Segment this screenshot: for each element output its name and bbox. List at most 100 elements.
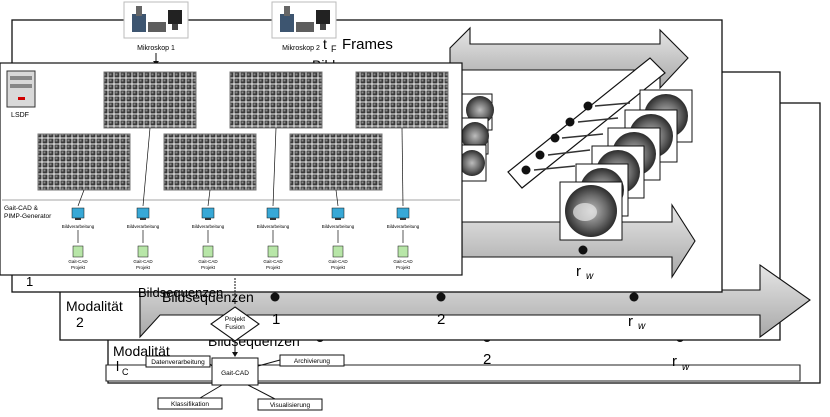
gait-cad-center: Gait-CAD bbox=[221, 370, 249, 377]
modality-2-label: Modalität 2 bbox=[66, 298, 123, 330]
fusion-line-1: Projekt bbox=[225, 316, 245, 323]
dish-stack-panel bbox=[459, 93, 494, 182]
processing-label: Bildverarbeitung bbox=[257, 224, 290, 229]
lsdf-label: LSDF bbox=[11, 112, 29, 119]
microscope-2: Mikroskop 2 bbox=[271, 1, 337, 52]
pimp-panel: LSDF Gait-CAD & PIMP-Generator Bildverar… bbox=[0, 62, 463, 276]
grid-connector bbox=[401, 127, 404, 207]
modality-2-point-rw bbox=[629, 292, 639, 302]
modality-1-point-rw bbox=[578, 245, 588, 255]
project-label-line-1: Gait-CAD bbox=[68, 259, 88, 264]
image-grid-2 bbox=[229, 71, 323, 129]
monitor-icon bbox=[266, 207, 280, 219]
project-label-line-1: Gait-CAD bbox=[263, 259, 283, 264]
server-icon bbox=[6, 70, 36, 108]
modality-lc-rw-sub: w bbox=[682, 362, 690, 373]
microscope-2-label: Mikroskop 2 bbox=[282, 45, 320, 52]
processing-label: Bildverarbeitung bbox=[192, 224, 225, 229]
project-label-line-1: Gait-CAD bbox=[133, 259, 153, 264]
frames-sub: F bbox=[331, 44, 337, 54]
classification-box bbox=[157, 397, 223, 410]
modality-lc-tick-2: 2 bbox=[483, 351, 491, 368]
project-file-icon bbox=[202, 245, 214, 258]
modality-1-rw: r bbox=[576, 263, 581, 280]
modality-lc-word: Modalität bbox=[113, 343, 170, 359]
modality-2-point-1 bbox=[270, 292, 280, 302]
image-grid-1 bbox=[103, 71, 197, 129]
frames-var: t bbox=[323, 36, 327, 52]
project-file-icon bbox=[72, 245, 84, 258]
project-label-line-2: Projekt bbox=[136, 265, 151, 270]
microscope-1: Mikroskop 1 bbox=[123, 1, 189, 65]
modality-lc-label: Modalität l C bbox=[113, 343, 170, 377]
processing-label: Bildverarbeitung bbox=[387, 224, 420, 229]
archiving-label: Archivierung bbox=[294, 358, 331, 365]
modality-lc-index: l bbox=[116, 358, 119, 374]
grid-connector bbox=[272, 127, 277, 207]
grid-connector bbox=[142, 127, 151, 207]
panel-title-line-1: Gait-CAD & bbox=[4, 205, 39, 212]
gait-cad-center-box bbox=[211, 357, 259, 386]
monitor-icon bbox=[136, 207, 150, 219]
fusion-line-2: Fusion bbox=[225, 324, 245, 331]
modality-2-point-2 bbox=[436, 292, 446, 302]
image-grid-4 bbox=[37, 133, 131, 191]
data-processing-box bbox=[145, 355, 211, 368]
modality-1-sequence-label: Bildsequenzen bbox=[138, 285, 223, 300]
modality-2-tick-2: 2 bbox=[437, 311, 445, 328]
modality-1-rw-sub: w bbox=[586, 271, 594, 282]
panel-title-line-2: PIMP-Generator bbox=[4, 213, 52, 220]
modality-2-word: Modalität bbox=[66, 298, 123, 314]
modality-1-index: 1 bbox=[26, 274, 33, 289]
monitor-icon bbox=[71, 207, 85, 219]
modality-1-label: Bildsequenzen bbox=[138, 285, 223, 300]
modality-2-rw: r bbox=[628, 313, 633, 330]
processing-label: Bildverarbeitung bbox=[62, 224, 95, 229]
visualization-box bbox=[257, 398, 323, 411]
fusion-block: Projekt Fusion Gait-CAD Datenverarbeitun… bbox=[145, 278, 345, 411]
grid-connector bbox=[207, 189, 211, 207]
project-file-icon bbox=[137, 245, 149, 258]
processing-label: Bildverarbeitung bbox=[127, 224, 160, 229]
pipelines: BildverarbeitungGait-CADProjektBildverar… bbox=[62, 127, 420, 270]
monitor-icon bbox=[201, 207, 215, 219]
time-axis bbox=[507, 57, 666, 189]
grid-connector bbox=[77, 189, 85, 207]
grid-connector bbox=[335, 189, 339, 207]
image-grid-3 bbox=[355, 71, 449, 129]
project-file-icon bbox=[332, 245, 344, 258]
project-label-line-1: Gait-CAD bbox=[328, 259, 348, 264]
modality-2-index: 2 bbox=[76, 314, 84, 330]
monitor-icon bbox=[331, 207, 345, 219]
data-processing-label: Datenverarbeitung bbox=[151, 359, 205, 366]
processing-label: Bildverarbeitung bbox=[322, 224, 355, 229]
modality-2-sequence-label: Bildsequenzen bbox=[162, 289, 254, 305]
classification-label: Klassifikation bbox=[171, 401, 209, 408]
image-grid-6 bbox=[289, 133, 383, 191]
project-file-icon bbox=[267, 245, 279, 258]
modality-lc-sub: C bbox=[122, 367, 129, 377]
modality-2-rw-sub: w bbox=[638, 321, 646, 332]
project-label-line-2: Projekt bbox=[201, 265, 216, 270]
project-label-line-2: Projekt bbox=[71, 265, 86, 270]
image-grid-5 bbox=[163, 133, 257, 191]
modality-2-tick-1: 1 bbox=[272, 311, 280, 328]
dish-stack-1 bbox=[559, 89, 693, 241]
project-file-icon bbox=[397, 245, 409, 258]
project-label-line-2: Projekt bbox=[331, 265, 346, 270]
microscope-1-label: Mikroskop 1 bbox=[137, 45, 175, 52]
project-label-line-2: Projekt bbox=[396, 265, 411, 270]
visualization-label: Visualisierung bbox=[270, 402, 311, 409]
monitor-icon bbox=[396, 207, 410, 219]
frames-label: Frames bbox=[342, 36, 393, 53]
project-label-line-2: Projekt bbox=[266, 265, 281, 270]
project-label-line-1: Gait-CAD bbox=[198, 259, 218, 264]
modality-lc-rw: r bbox=[672, 353, 677, 370]
